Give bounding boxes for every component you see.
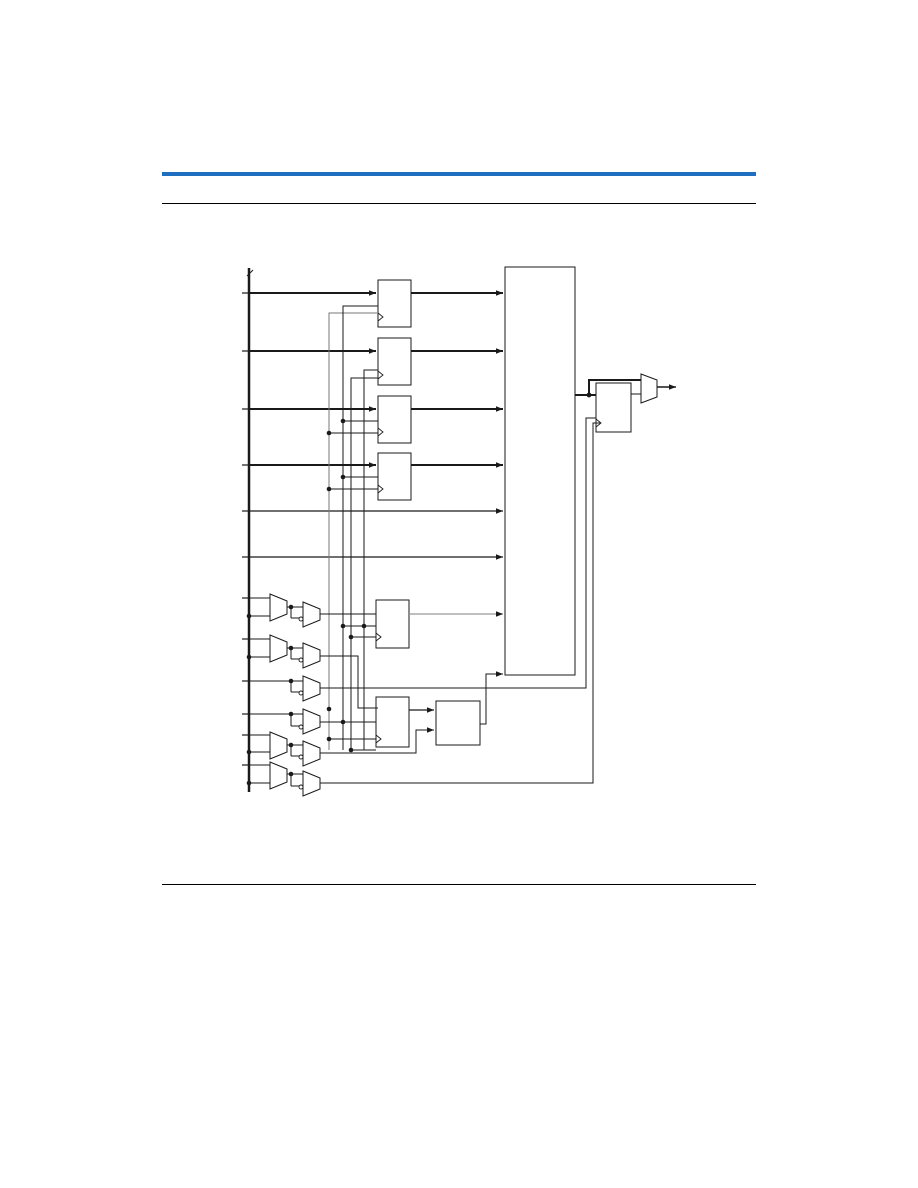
register-outputs <box>411 290 503 468</box>
mux-dots <box>246 604 294 786</box>
direct-inputs <box>249 508 503 560</box>
header-rule <box>162 203 756 204</box>
register-c <box>377 395 412 444</box>
junction-dots <box>326 418 367 753</box>
mux-row-2 <box>249 634 378 709</box>
register-e <box>375 599 410 649</box>
logic-block <box>435 700 481 746</box>
main-block <box>504 266 576 676</box>
footer-rule <box>162 884 756 885</box>
register-d <box>377 452 412 501</box>
mux-bubbles <box>298 616 304 790</box>
mux-row-1 <box>249 593 376 628</box>
register-a <box>377 279 412 328</box>
register-inputs <box>249 290 376 468</box>
mux-row-6 <box>249 422 600 797</box>
header-accent-rule <box>162 172 756 176</box>
output-register <box>595 382 632 433</box>
control-lines <box>328 305 378 750</box>
output-mux <box>640 373 658 404</box>
clock-marks <box>377 312 384 494</box>
register-b <box>377 337 412 386</box>
bus-slash <box>246 269 254 277</box>
bus-stubs <box>242 292 249 766</box>
mux-row-5 <box>249 727 434 767</box>
